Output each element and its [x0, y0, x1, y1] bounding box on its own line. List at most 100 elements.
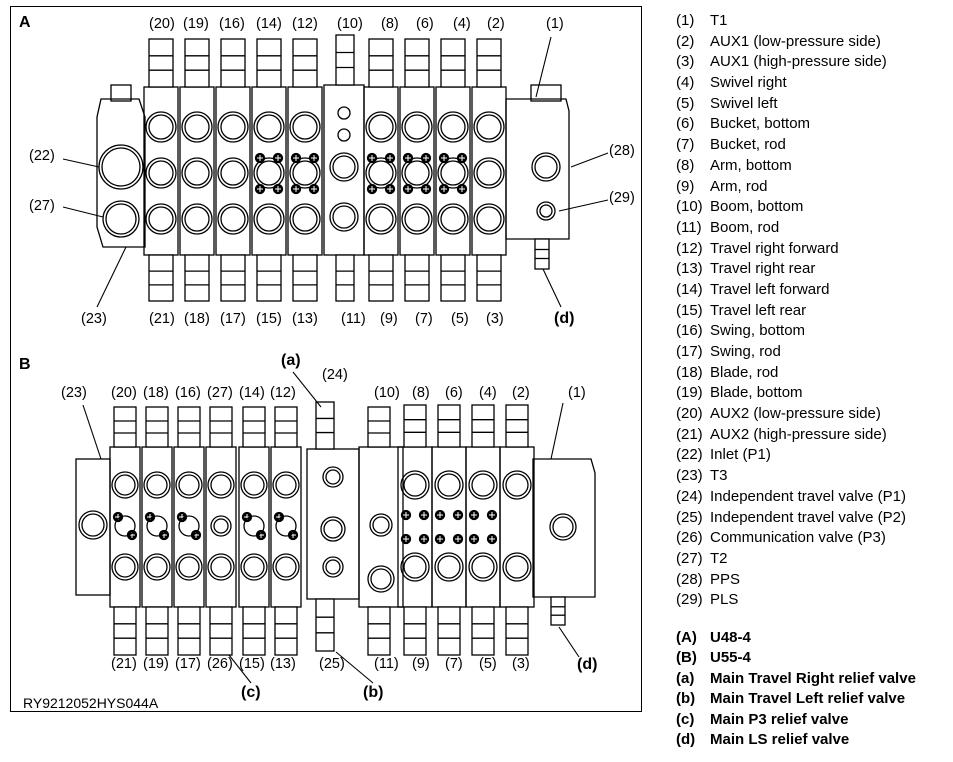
- legend-item-number: (15): [676, 301, 703, 319]
- port-outer: [181, 111, 213, 143]
- port-outer: [367, 565, 395, 593]
- port-outer: [320, 516, 346, 542]
- legend-item: (15)Travel left rear: [676, 302, 951, 323]
- fitting-body: [471, 404, 495, 448]
- a-bottom-label: (11): [341, 311, 366, 327]
- legend-item: (2)AUX1 (low-pressure side): [676, 33, 951, 54]
- legend-item: (12)Travel right forward: [676, 240, 951, 261]
- legend-item: (27)T2: [676, 550, 951, 571]
- legend-item-text: Blade, bottom: [710, 384, 803, 402]
- leader-line: [228, 654, 252, 684]
- fitting-body: [437, 404, 461, 448]
- b-bottom-label: (11): [374, 656, 399, 672]
- port-outer: [329, 202, 359, 232]
- port-outer: [111, 471, 139, 499]
- legend-item: (26)Communication valve (P3): [676, 529, 951, 550]
- port-outer: [400, 470, 430, 500]
- fitting-body: [404, 38, 430, 88]
- panel-a-tag: A: [19, 14, 31, 31]
- legend-item-number: (17): [676, 343, 703, 360]
- legend-item-text: AUX1 (low-pressure side): [710, 32, 881, 50]
- legend-item-text: AUX2 (low-pressure side): [710, 405, 881, 423]
- a-top-label: (8): [381, 16, 399, 32]
- spool-end: [178, 515, 200, 537]
- b-label-24: (24): [322, 367, 348, 383]
- port-inner: [148, 206, 174, 232]
- legend-item-text: Inlet (P1): [710, 446, 771, 464]
- legend-item-text: Independent travel valve (P2): [710, 508, 906, 526]
- port-outer: [253, 111, 285, 143]
- b-top-label: (16): [175, 385, 201, 401]
- fitting-body: [256, 38, 282, 88]
- port-inner: [275, 474, 297, 496]
- port-inner: [476, 160, 502, 186]
- port-outer: [181, 203, 213, 235]
- legend-item-text: U48-4: [710, 628, 751, 646]
- legend-item: (B)U55-4: [676, 649, 951, 670]
- legend-item: (17)Swing, rod: [676, 343, 951, 364]
- port-outer: [289, 157, 321, 189]
- fitting-body: [368, 38, 394, 88]
- port-outer: [329, 152, 359, 182]
- b-bottom-label: (13): [270, 656, 296, 672]
- legend-item-number: (21): [676, 425, 703, 443]
- legend-item: (18)Blade, rod: [676, 364, 951, 385]
- legend-item: (7)Bucket, rod: [676, 136, 951, 157]
- port-outer: [365, 111, 397, 143]
- port-outer: [181, 157, 213, 189]
- port-outer: [400, 552, 430, 582]
- end-cover: [505, 98, 570, 240]
- port-inner: [178, 474, 200, 496]
- a-bottom-label: (5): [451, 311, 469, 327]
- port-inner: [476, 114, 502, 140]
- port-inner: [471, 555, 495, 579]
- fitting-body: [534, 238, 550, 270]
- legend-item-text: Bucket, rod: [710, 136, 786, 154]
- b-top-label: (10): [374, 385, 400, 401]
- legend-item: (a)Main Travel Right relief valve: [676, 670, 951, 691]
- b-label-c: (c): [241, 684, 261, 701]
- leader-line: [535, 36, 552, 98]
- leader-line: [558, 199, 609, 212]
- port-outer: [549, 513, 577, 541]
- port-inner: [220, 160, 246, 186]
- legend-item-text: Swivel right: [710, 74, 787, 92]
- port-inner: [275, 556, 297, 578]
- port-inner: [440, 206, 466, 232]
- fitting-body: [505, 606, 529, 656]
- fitting-body: [184, 38, 210, 88]
- legend-item-text: Main P3 relief valve: [710, 710, 849, 728]
- fitting-body: [177, 406, 201, 448]
- legend-item: (4)Swivel right: [676, 74, 951, 95]
- b-top-label: (14): [239, 385, 265, 401]
- port-inner: [440, 114, 466, 140]
- b-label-b: (b): [363, 684, 383, 701]
- legend-item-number: (29): [676, 591, 703, 609]
- leader-line: [335, 651, 374, 684]
- fitting-body: [471, 606, 495, 656]
- port-outer: [217, 157, 249, 189]
- legend-item: (29)PLS: [676, 591, 951, 612]
- port-inner: [292, 206, 318, 232]
- legend-item: (5)Swivel left: [676, 95, 951, 116]
- port-outer: [289, 111, 321, 143]
- legend-item: (6)Bucket, bottom: [676, 115, 951, 136]
- a-bottom-label: (17): [220, 311, 246, 327]
- b-bottom-label: (26): [207, 656, 233, 672]
- port-outer: [502, 470, 532, 500]
- legend-item-text: Main LS relief valve: [710, 731, 850, 749]
- port-inner: [471, 473, 495, 497]
- fitting-body: [220, 254, 246, 302]
- a-label-22: (22): [29, 148, 55, 164]
- port-inner: [213, 518, 229, 534]
- port-outer: [401, 203, 433, 235]
- a-label-29: (29): [609, 190, 635, 206]
- port-small: [337, 128, 351, 142]
- port-inner: [370, 568, 392, 590]
- inlet-block: [96, 98, 146, 248]
- leader-line: [570, 152, 609, 168]
- legend-item-text: AUX1 (high-pressure side): [710, 53, 887, 71]
- port-outer: [473, 203, 505, 235]
- port-outer: [145, 157, 177, 189]
- fitting-body: [220, 38, 246, 88]
